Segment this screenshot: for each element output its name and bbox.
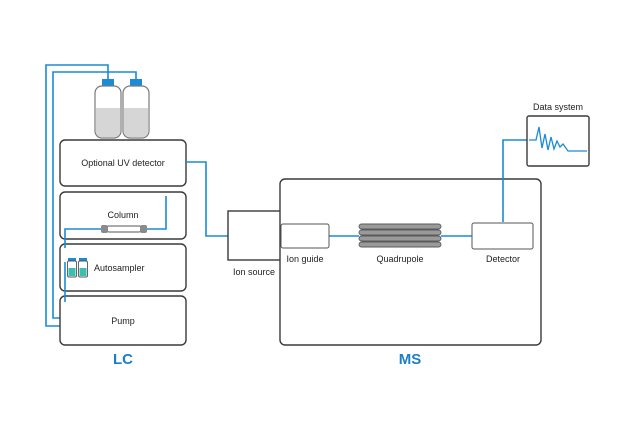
solvent-line-a xyxy=(45,64,109,327)
chromatogram-trace xyxy=(529,126,587,152)
column-label: Column xyxy=(107,210,138,220)
data-system-monitor xyxy=(526,115,590,167)
ion-source-label: Ion source xyxy=(233,267,275,277)
pump-label: Pump xyxy=(111,316,135,326)
solvent-bottle-a xyxy=(94,79,122,139)
data-system-label: Data system xyxy=(533,102,583,112)
autosampler-label: Autosampler xyxy=(94,263,145,273)
solvent-bottle-b xyxy=(122,79,150,139)
ms-label: MS xyxy=(399,351,422,368)
column-module xyxy=(59,191,187,240)
solvent-lines xyxy=(45,64,137,327)
column-icon xyxy=(101,225,147,233)
autosampler-module xyxy=(59,243,187,292)
uv-detector-label: Optional UV detector xyxy=(81,158,165,168)
sample-vials-icon xyxy=(67,258,88,278)
ion-guide-box xyxy=(280,223,330,249)
detector-box xyxy=(471,222,534,250)
solvent-line-b xyxy=(52,71,137,319)
lc-flow-path xyxy=(64,161,228,302)
quadrupole-rods xyxy=(358,223,442,248)
pump-module xyxy=(59,295,187,346)
ion-source-box xyxy=(227,210,282,261)
lc-label: LC xyxy=(113,351,133,368)
ion-guide-label: Ion guide xyxy=(286,254,323,264)
ms-housing xyxy=(279,178,542,346)
detector-label: Detector xyxy=(486,254,520,264)
quadrupole-label: Quadrupole xyxy=(376,254,423,264)
uv-detector-module xyxy=(59,139,187,187)
